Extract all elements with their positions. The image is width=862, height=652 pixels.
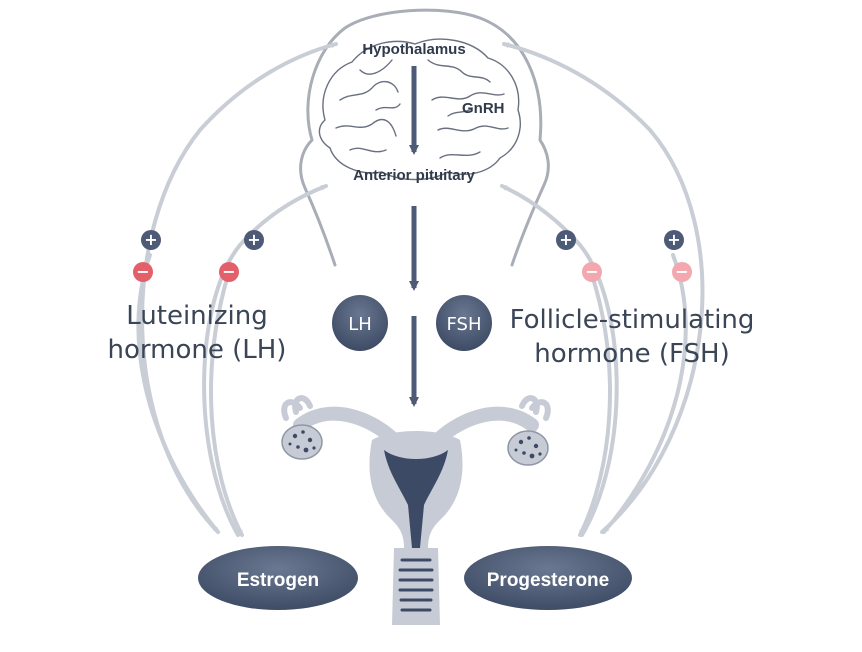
lh-circle-label: LH — [348, 314, 372, 335]
positive-feedback-icon: + — [244, 230, 264, 250]
fsh-circle: FSH — [436, 295, 492, 351]
head-outline — [299, 8, 550, 267]
estrogen-label: Estrogen — [237, 570, 319, 591]
positive-feedback-icon: + — [141, 230, 161, 250]
uterus-illustration — [281, 395, 551, 625]
positive-feedback-icon: + — [556, 230, 576, 250]
fsh-title-line2: hormone (FSH) — [534, 339, 729, 369]
lh-to-estrogen-arrow-2 — [209, 273, 244, 537]
lh-title-line1: Luteinizing — [126, 301, 267, 331]
fsh-circle-label: FSH — [447, 314, 482, 335]
svg-text:+: + — [667, 230, 680, 249]
anterior-pituitary-label: Anterior pituitary — [353, 167, 475, 184]
gnrh-label: GnRH — [462, 100, 505, 117]
lh-title-line2: hormone (LH) — [108, 335, 287, 365]
hypothalamus-label: Hypothalamus — [362, 41, 465, 58]
svg-text:+: + — [144, 230, 157, 249]
progesterone-to-hypothalamus-arrow — [502, 42, 705, 534]
lh-circle: LH — [332, 295, 388, 351]
svg-text:+: + — [247, 230, 260, 249]
negative-feedback-icon: − — [672, 262, 692, 282]
feedback-symbols: + + + + − − − − — [133, 230, 692, 282]
svg-text:−: − — [585, 262, 598, 281]
svg-text:−: − — [136, 262, 149, 281]
negative-feedback-icon: − — [219, 262, 239, 282]
svg-text:+: + — [559, 230, 572, 249]
fsh-title-line1: Follicle-stimulating — [510, 305, 755, 335]
lh-to-estrogen-arrow — [136, 253, 220, 534]
progesterone-pill: Progesterone — [464, 546, 632, 610]
negative-feedback-icon: − — [582, 262, 602, 282]
progesterone-label: Progesterone — [487, 570, 609, 591]
progesterone-to-pituitary-arrow — [500, 184, 619, 537]
estrogen-pill: Estrogen — [198, 546, 358, 610]
svg-text:−: − — [222, 262, 235, 281]
fsh-to-progesterone-arrow-2 — [578, 273, 612, 537]
svg-text:−: − — [675, 262, 688, 281]
fsh-to-progesterone-arrow — [602, 253, 688, 534]
brain-illustration — [318, 38, 521, 181]
negative-feedback-icon: − — [133, 262, 153, 282]
positive-feedback-icon: + — [664, 230, 684, 250]
